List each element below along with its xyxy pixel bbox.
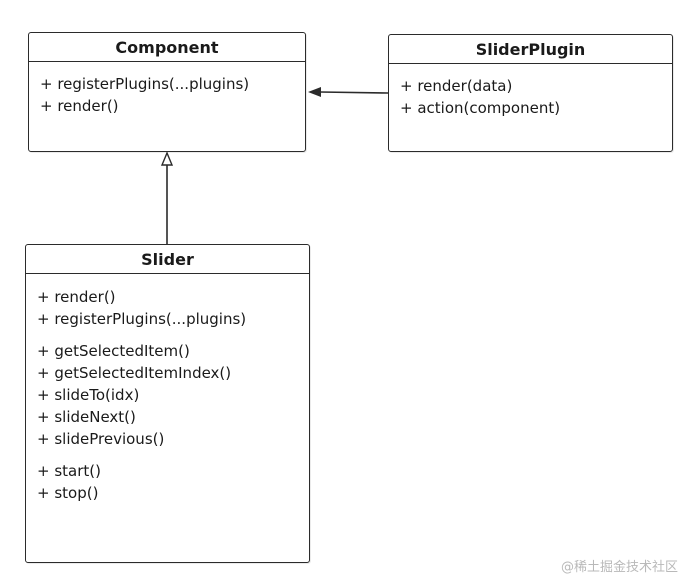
method-group: + render() + registerPlugins(...plugins)	[37, 286, 309, 330]
class-box-slider[interactable]: Slider + render() + registerPlugins(...p…	[25, 244, 310, 563]
method-item: + render()	[37, 288, 116, 306]
method-item: + stop()	[37, 484, 99, 502]
method-item: + render()	[40, 97, 119, 115]
method-item: + getSelectedItemIndex()	[37, 364, 232, 382]
method-group: + render(data) + action(component)	[400, 75, 672, 119]
method-group: + start() + stop()	[37, 460, 309, 504]
association-arrow	[308, 87, 389, 97]
association-line	[319, 91, 389, 94]
class-name: Component	[29, 33, 305, 62]
generalization-arrowhead	[160, 151, 174, 166]
method-item: + registerPlugins(...plugins)	[40, 75, 250, 93]
method-item: + getSelectedItem()	[37, 342, 190, 360]
method-item: + start()	[37, 462, 101, 480]
method-item: + render(data)	[400, 77, 513, 95]
watermark: @稀土掘金技术社区	[560, 560, 678, 575]
method-item: + registerPlugins(...plugins)	[37, 310, 247, 328]
method-item: + slidePrevious()	[37, 430, 165, 448]
method-item: + action(component)	[400, 99, 561, 117]
generalization-arrow	[160, 151, 174, 244]
method-group: + registerPlugins(...plugins) + render()	[40, 73, 305, 117]
class-name: Slider	[26, 245, 309, 274]
method-item: + slideNext()	[37, 408, 136, 426]
method-list: + render(data) + action(component)	[389, 64, 672, 119]
class-box-component[interactable]: Component + registerPlugins(...plugins) …	[28, 32, 306, 152]
association-arrowhead	[308, 87, 321, 97]
method-list: + render() + registerPlugins(...plugins)…	[26, 274, 309, 504]
class-name: SliderPlugin	[389, 35, 672, 64]
method-list: + registerPlugins(...plugins) + render()	[29, 62, 305, 117]
class-box-slider-plugin[interactable]: SliderPlugin + render(data) + action(com…	[388, 34, 673, 152]
method-item: + slideTo(idx)	[37, 386, 140, 404]
method-group: + getSelectedItem() + getSelectedItemInd…	[37, 340, 309, 450]
